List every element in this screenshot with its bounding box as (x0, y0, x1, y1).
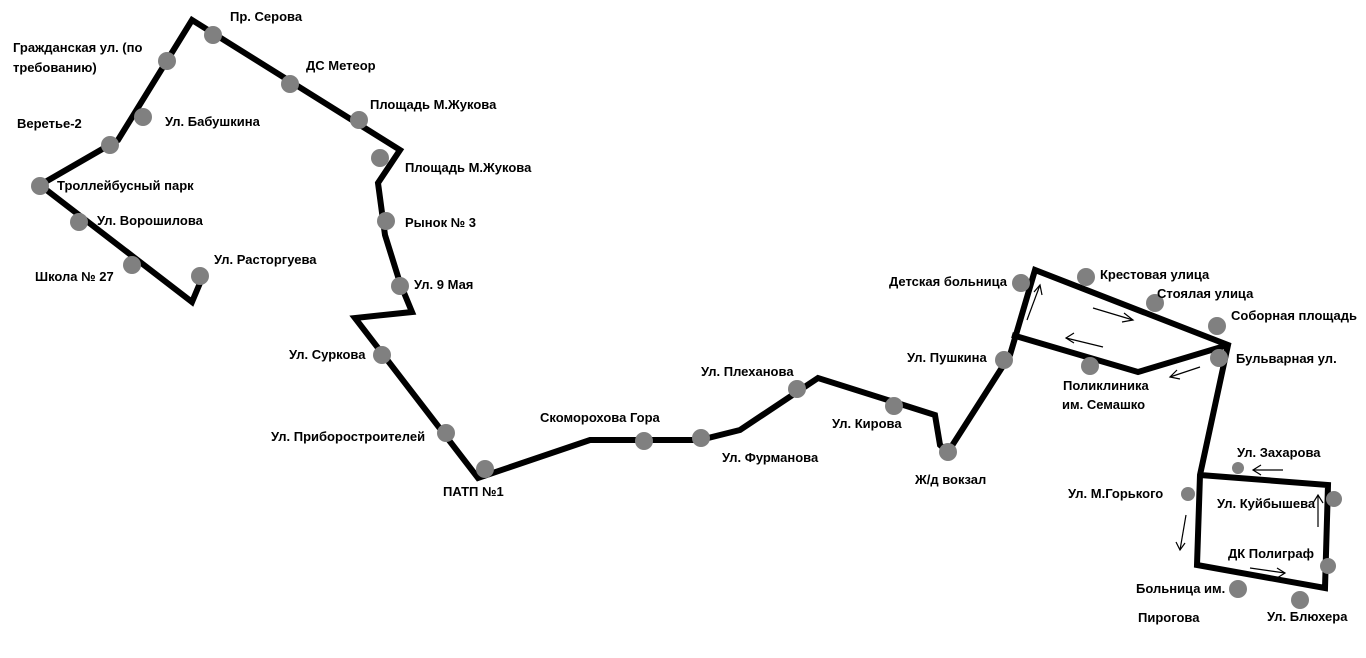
stop-label-gorkogo: Ул. М.Горького (1068, 486, 1163, 501)
stop-marker[interactable] (123, 256, 141, 274)
stop-label-poliklinika-2: им. Семашко (1062, 397, 1145, 412)
stop-label-zakharova: Ул. Захарова (1237, 445, 1321, 460)
arrow-icon (1168, 366, 1201, 380)
stop-marker[interactable] (1229, 580, 1247, 598)
stop-label-school: Школа № 27 (35, 269, 114, 284)
stop-marker[interactable] (995, 351, 1013, 369)
stop-label-priborostroiteley: Ул. Приборостроителей (271, 429, 425, 444)
route-line-west (34, 15, 1332, 592)
stop-marker[interactable] (1181, 487, 1195, 501)
stop-marker[interactable] (1146, 294, 1164, 312)
stop-marker[interactable] (1291, 591, 1309, 609)
stop-label-rastorgueva: Ул. Расторгуева (214, 252, 317, 267)
stop-marker[interactable] (1081, 357, 1099, 375)
stop-label-plekhanova: Ул. Плеханова (701, 364, 794, 379)
arrow-icon (1092, 307, 1135, 323)
stop-label-sobornaya: Соборная площадь (1231, 308, 1357, 323)
stop-label-blyukhera: Ул. Блюхера (1267, 609, 1348, 624)
stop-label-grazhdanskaya-2: требованию) (13, 60, 97, 75)
direction-arrows (1026, 283, 1324, 579)
stop-label-skomorokhova: Скоморохова Гора (540, 410, 661, 425)
stop-marker[interactable] (1232, 462, 1244, 474)
stop-label-pirogova-2: Пирогова (1138, 610, 1200, 625)
stop-marker[interactable] (1012, 274, 1030, 292)
stop-marker[interactable] (788, 380, 806, 398)
stop-label-veretye: Веретье-2 (17, 116, 82, 131)
stop-label-detskaya: Детская больница (889, 274, 1008, 289)
stop-marker[interactable] (101, 136, 119, 154)
stop-label-trolley-park: Троллейбусный парк (57, 178, 194, 193)
stop-marker[interactable] (391, 277, 409, 295)
stop-marker[interactable] (1208, 317, 1226, 335)
stop-marker[interactable] (377, 212, 395, 230)
stop-marker[interactable] (350, 111, 368, 129)
arrow-icon (1064, 332, 1104, 348)
arrow-icon (1249, 567, 1287, 579)
stop-label-zhukova-1: Площадь М.Жукова (370, 97, 497, 112)
stop-label-zhukova-2: Площадь М.Жукова (405, 160, 532, 175)
stop-marker[interactable] (1326, 491, 1342, 507)
stop-label-pushkina: Ул. Пушкина (907, 350, 988, 365)
stop-label-kirova: Ул. Кирова (832, 416, 902, 431)
stop-marker[interactable] (1077, 268, 1095, 286)
stop-marker[interactable] (939, 443, 957, 461)
stop-label-voroshilova: Ул. Ворошилова (97, 213, 204, 228)
stop-label-surkova: Ул. Суркова (289, 347, 366, 362)
stop-label-may9: Ул. 9 Мая (414, 277, 473, 292)
stop-marker[interactable] (635, 432, 653, 450)
stop-marker[interactable] (158, 52, 176, 70)
stop-label-furmanova: Ул. Фурманова (722, 450, 819, 465)
stop-marker[interactable] (476, 460, 494, 478)
stop-marker[interactable] (373, 346, 391, 364)
stop-labels: Пр. Серова Гражданская ул. (по требовани… (13, 9, 1357, 625)
arrow-icon (1251, 464, 1283, 476)
stop-label-poliklinika: Поликлиника (1063, 378, 1149, 393)
stop-marker[interactable] (70, 213, 88, 231)
stop-marker[interactable] (885, 397, 903, 415)
stop-label-patp: ПАТП №1 (443, 484, 504, 499)
stop-marker[interactable] (437, 424, 455, 442)
stop-marker[interactable] (692, 429, 710, 447)
arrow-icon (1026, 283, 1043, 321)
route-line-loop-inner (1011, 332, 1229, 376)
stop-marker[interactable] (134, 108, 152, 126)
stop-label-krestovaya: Крестовая улица (1100, 267, 1210, 282)
stop-label-babushkina: Ул. Бабушкина (165, 114, 261, 129)
stop-label-bulvarnaya: Бульварная ул. (1236, 351, 1337, 366)
stop-label-poligraf: ДК Полиграф (1228, 546, 1314, 561)
stop-label-serova: Пр. Серова (230, 9, 303, 24)
arrow-icon (1312, 493, 1324, 527)
stop-label-kuybysheva: Ул. Куйбышева (1217, 496, 1316, 511)
arrow-icon (1175, 514, 1187, 552)
stop-marker[interactable] (31, 177, 49, 195)
route-lines (34, 15, 1332, 592)
stop-marker[interactable] (191, 267, 209, 285)
stop-marker[interactable] (371, 149, 389, 167)
stop-marker[interactable] (204, 26, 222, 44)
stop-markers (31, 26, 1342, 609)
stop-label-pirogova: Больница им. (1136, 581, 1225, 596)
stop-label-stoyalaya: Стоялая улица (1157, 286, 1254, 301)
stop-label-rynok: Рынок № 3 (405, 215, 476, 230)
stop-marker[interactable] (281, 75, 299, 93)
stop-label-meteor: ДС Метеор (306, 58, 376, 73)
stop-label-vokzal: Ж/д вокзал (914, 472, 986, 487)
stop-label-grazhdanskaya: Гражданская ул. (по (13, 40, 142, 55)
stop-marker[interactable] (1320, 558, 1336, 574)
stop-marker[interactable] (1210, 349, 1228, 367)
